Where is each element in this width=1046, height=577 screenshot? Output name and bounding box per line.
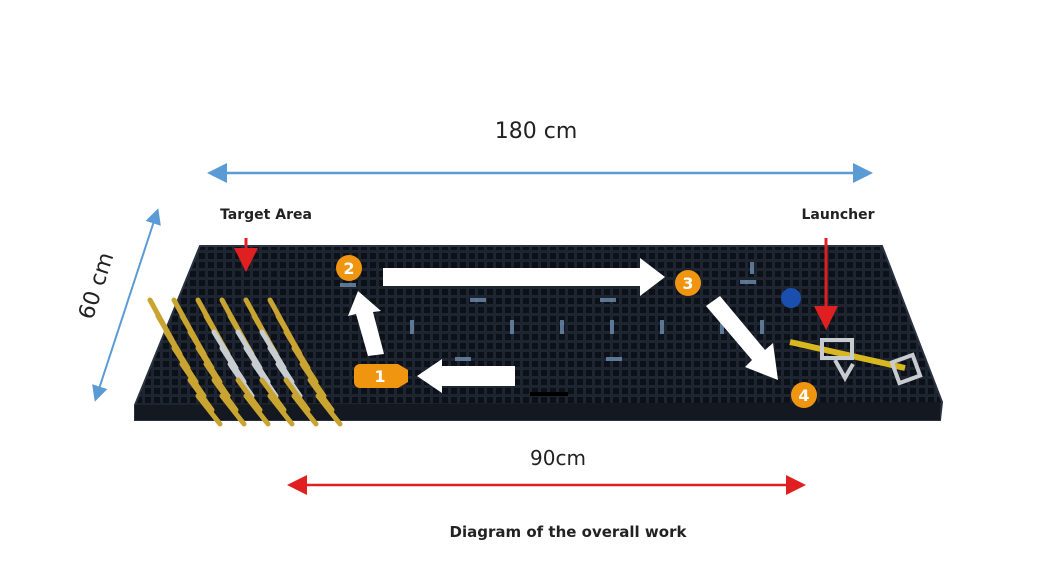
peg [187, 377, 215, 413]
marker-4: 4 [791, 382, 817, 408]
marker-2: 2 [336, 255, 362, 281]
peg [259, 377, 287, 413]
peg [267, 393, 295, 427]
arrow-4-to-1 [417, 359, 515, 393]
width-label: 60 cm [74, 250, 119, 323]
peg [243, 393, 271, 427]
arrow-3-to-4 [706, 296, 778, 380]
peg [219, 393, 247, 427]
marker-4-label: 4 [798, 386, 809, 405]
launcher-device [789, 338, 923, 386]
ball [781, 288, 801, 308]
length-label: 180 cm [495, 119, 578, 144]
peg [315, 393, 343, 427]
marker-1: 1 [354, 364, 408, 388]
marker-1-label: 1 [374, 367, 385, 386]
peg [307, 377, 335, 413]
board-slot [530, 392, 568, 396]
peg [291, 393, 319, 427]
launcher-label: Launcher [802, 207, 875, 223]
width-dimension-line [92, 208, 161, 402]
peg [195, 393, 223, 427]
peg [235, 377, 263, 413]
target-area-label: Target Area [220, 207, 312, 223]
marker-2-label: 2 [343, 259, 354, 278]
peg [283, 377, 311, 413]
path-arrows [348, 258, 778, 393]
marker-3: 3 [675, 270, 701, 296]
arrow-2-to-3 [383, 258, 665, 296]
arrow-1-to-2 [348, 291, 384, 356]
diagram-caption: Diagram of the overall work [450, 523, 688, 541]
partial-length-label: 90cm [530, 446, 586, 470]
peg [211, 377, 239, 413]
target-pegs [147, 297, 343, 427]
board-grid-highlights [340, 262, 764, 361]
marker-3-label: 3 [682, 274, 693, 293]
